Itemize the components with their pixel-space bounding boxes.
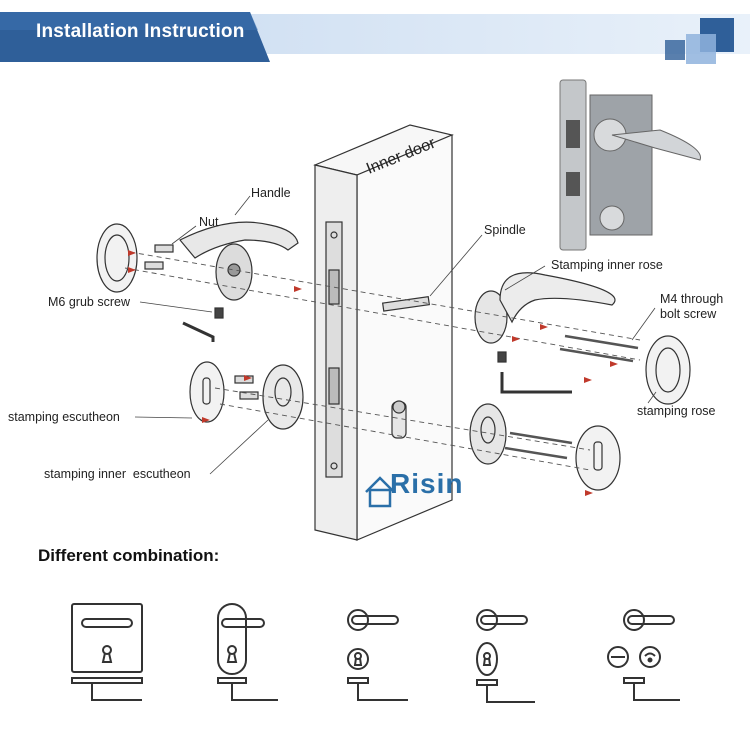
combinations-title: Different combination: (38, 546, 220, 565)
label-spindle: Spindle (484, 223, 526, 237)
stamping-inner-escutcheon (262, 364, 304, 430)
page-title: Installation Instruction (36, 21, 245, 42)
combination-icons (71, 603, 680, 703)
long-plate-icon (217, 603, 278, 701)
brand-name: Risin (390, 468, 464, 499)
square-plate-icon (71, 603, 143, 701)
rose-escutcheon-icon (347, 609, 408, 701)
label-handle: Handle (251, 186, 291, 200)
label-stamping-rose: stamping rose (637, 404, 716, 418)
stamping-rose (645, 335, 691, 405)
rose-inner-escutcheon-icon (476, 609, 535, 703)
brand-logo (365, 476, 395, 508)
label-m6-grub-screw: M6 grub screw (48, 295, 130, 309)
stamping-escutcheon (189, 361, 225, 423)
installation-diagram (96, 79, 701, 541)
product-photo (559, 79, 701, 251)
label-m4-line1: M4 through (660, 292, 724, 306)
label-m4-line2: bolt screw (660, 307, 717, 321)
label-stamping-inner-escutheon: stamping inner escutheon (44, 467, 191, 481)
rear-rose (96, 223, 138, 293)
header-banner (0, 12, 750, 64)
inner-door (313, 124, 454, 541)
label-nut: Nut (199, 215, 219, 229)
left-handle (179, 221, 299, 301)
right-handle (474, 272, 616, 344)
label-stamping-escutheon: stamping escutheon (8, 410, 120, 424)
label-stamping-inner-rose: Stamping inner rose (551, 258, 663, 272)
rose-thumbturn-icon (607, 609, 680, 701)
